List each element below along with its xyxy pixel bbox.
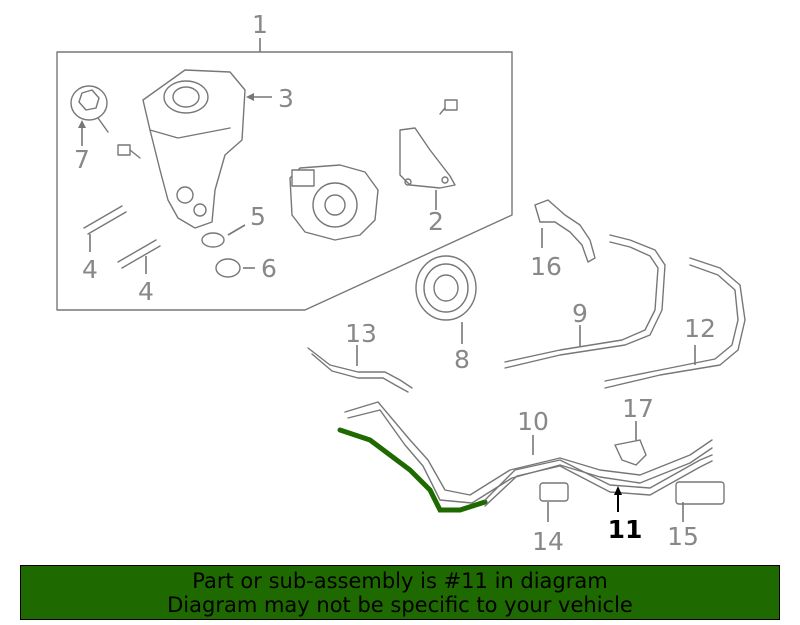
- hose-clip-bracket: [534, 199, 596, 263]
- seal: [215, 258, 241, 278]
- highlighted-line-11: [337, 427, 713, 513]
- clip-14: [539, 482, 569, 502]
- callout-2: 2: [428, 207, 444, 236]
- callout-5-leader: [227, 224, 246, 236]
- callout-9: 9: [572, 299, 588, 328]
- callout-3: 3: [278, 84, 294, 113]
- cooler-hose-13: [307, 347, 413, 393]
- callout-5: 5: [250, 202, 266, 231]
- pressure-hose-12: [604, 257, 746, 389]
- callout-7: 7: [74, 145, 90, 174]
- reservoir-cap: [70, 85, 109, 133]
- banner-line-2: Diagram may not be specific to your vehi…: [167, 592, 633, 617]
- hose-4a: [83, 205, 127, 235]
- callout-17: 17: [622, 394, 654, 423]
- callout-8: 8: [454, 345, 470, 374]
- callout-4a: 4: [82, 255, 98, 284]
- o-ring: [201, 232, 225, 248]
- parts-diagram: 1 2 3 4 4 5 6 7 8 9 10 11 12 13 14 15 16…: [56, 10, 746, 556]
- callout-12: 12: [684, 314, 716, 343]
- callout-15: 15: [667, 522, 699, 551]
- callout-14: 14: [532, 527, 564, 556]
- banner-line-1: Part or sub-assembly is #11 in diagram: [192, 568, 608, 593]
- callout-4b: 4: [138, 277, 154, 306]
- info-banner: Part or sub-assembly is #11 in diagram D…: [20, 565, 780, 620]
- callout-6: 6: [261, 254, 277, 283]
- callout-11: 11: [608, 515, 643, 544]
- cooler-line-10: [344, 401, 713, 504]
- return-hose-9: [504, 234, 666, 369]
- assembly-outline: [56, 51, 513, 311]
- reservoir: [142, 69, 246, 229]
- bolt-top-right: [439, 99, 458, 115]
- callout-16: 16: [530, 252, 562, 281]
- hose-4b: [117, 239, 161, 269]
- clip-17: [614, 439, 647, 466]
- clip-15: [675, 481, 725, 505]
- bracket: [399, 127, 456, 189]
- callout-10: 10: [517, 407, 549, 436]
- callout-1: 1: [252, 10, 268, 39]
- bolt-small: [117, 144, 141, 159]
- pulley: [415, 255, 477, 321]
- callout-13: 13: [345, 319, 377, 348]
- power-steering-pump: [289, 164, 379, 241]
